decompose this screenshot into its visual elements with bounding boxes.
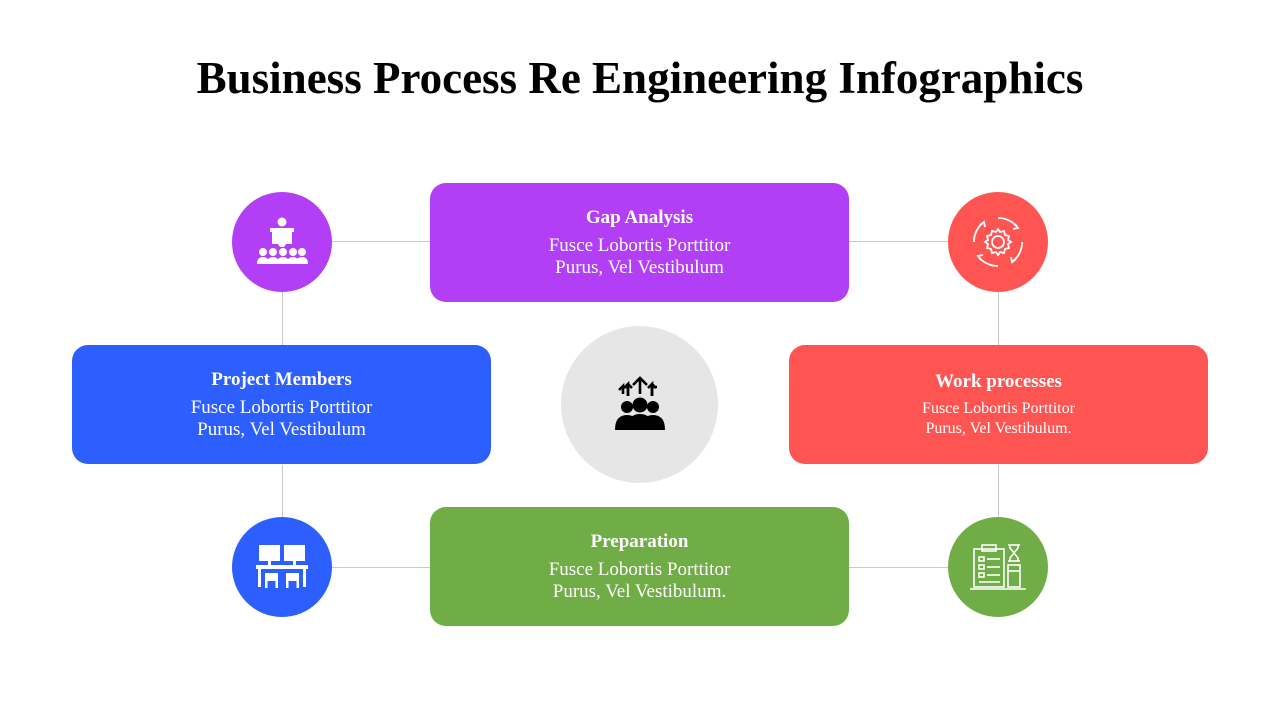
connector-line	[332, 567, 430, 568]
work-processes-title: Work processes	[935, 370, 1062, 392]
gap-analysis-title: Gap Analysis	[585, 206, 694, 228]
work-processes-line1: Fusce Lobortis Porttitor	[922, 399, 1075, 417]
blue-icon-circle	[232, 517, 332, 617]
preparation-line1: Fusce Lobortis Porttitor	[548, 558, 731, 580]
green-icon-circle	[948, 517, 1048, 617]
gear-cycle-icon	[973, 217, 1023, 267]
connector-line	[849, 567, 948, 568]
connector-line	[282, 465, 283, 517]
preparation-title: Preparation	[590, 530, 689, 552]
gap-analysis-line1: Fusce Lobortis Porttitor	[548, 234, 731, 256]
project-members-box: Project Members Fusce Lobortis Porttitor…	[72, 345, 491, 464]
project-members-title: Project Members	[211, 368, 352, 390]
project-members-line2: Purus, Vel Vestibulum	[197, 418, 366, 440]
gap-analysis-box: Gap Analysis Fusce Lobortis Porttitor Pu…	[430, 183, 849, 302]
preparation-box: Preparation Fusce Lobortis Porttitor Pur…	[430, 507, 849, 626]
project-members-line1: Fusce Lobortis Porttitor	[190, 396, 373, 418]
presentation-audience-icon	[257, 217, 308, 264]
preparation-line2: Purus, Vel Vestibulum.	[552, 580, 727, 602]
work-processes-line2: Purus, Vel Vestibulum.	[925, 419, 1072, 437]
gap-analysis-line2: Purus, Vel Vestibulum	[555, 256, 724, 278]
work-processes-box: Work processes Fusce Lobortis Porttitor …	[789, 345, 1208, 464]
purple-icon-circle	[232, 192, 332, 292]
connector-line	[849, 241, 948, 242]
checklist-hourglass-icon	[970, 544, 1026, 590]
connector-line	[998, 465, 999, 517]
connector-line	[282, 292, 283, 345]
office-desks-icon	[256, 545, 308, 588]
center-circle	[561, 326, 718, 483]
red-icon-circle	[948, 192, 1048, 292]
page-title: Business Process Re Engineering Infograp…	[196, 53, 1084, 103]
connector-line	[998, 292, 999, 345]
connector-line	[332, 241, 430, 242]
team-growth-icon	[614, 375, 665, 430]
